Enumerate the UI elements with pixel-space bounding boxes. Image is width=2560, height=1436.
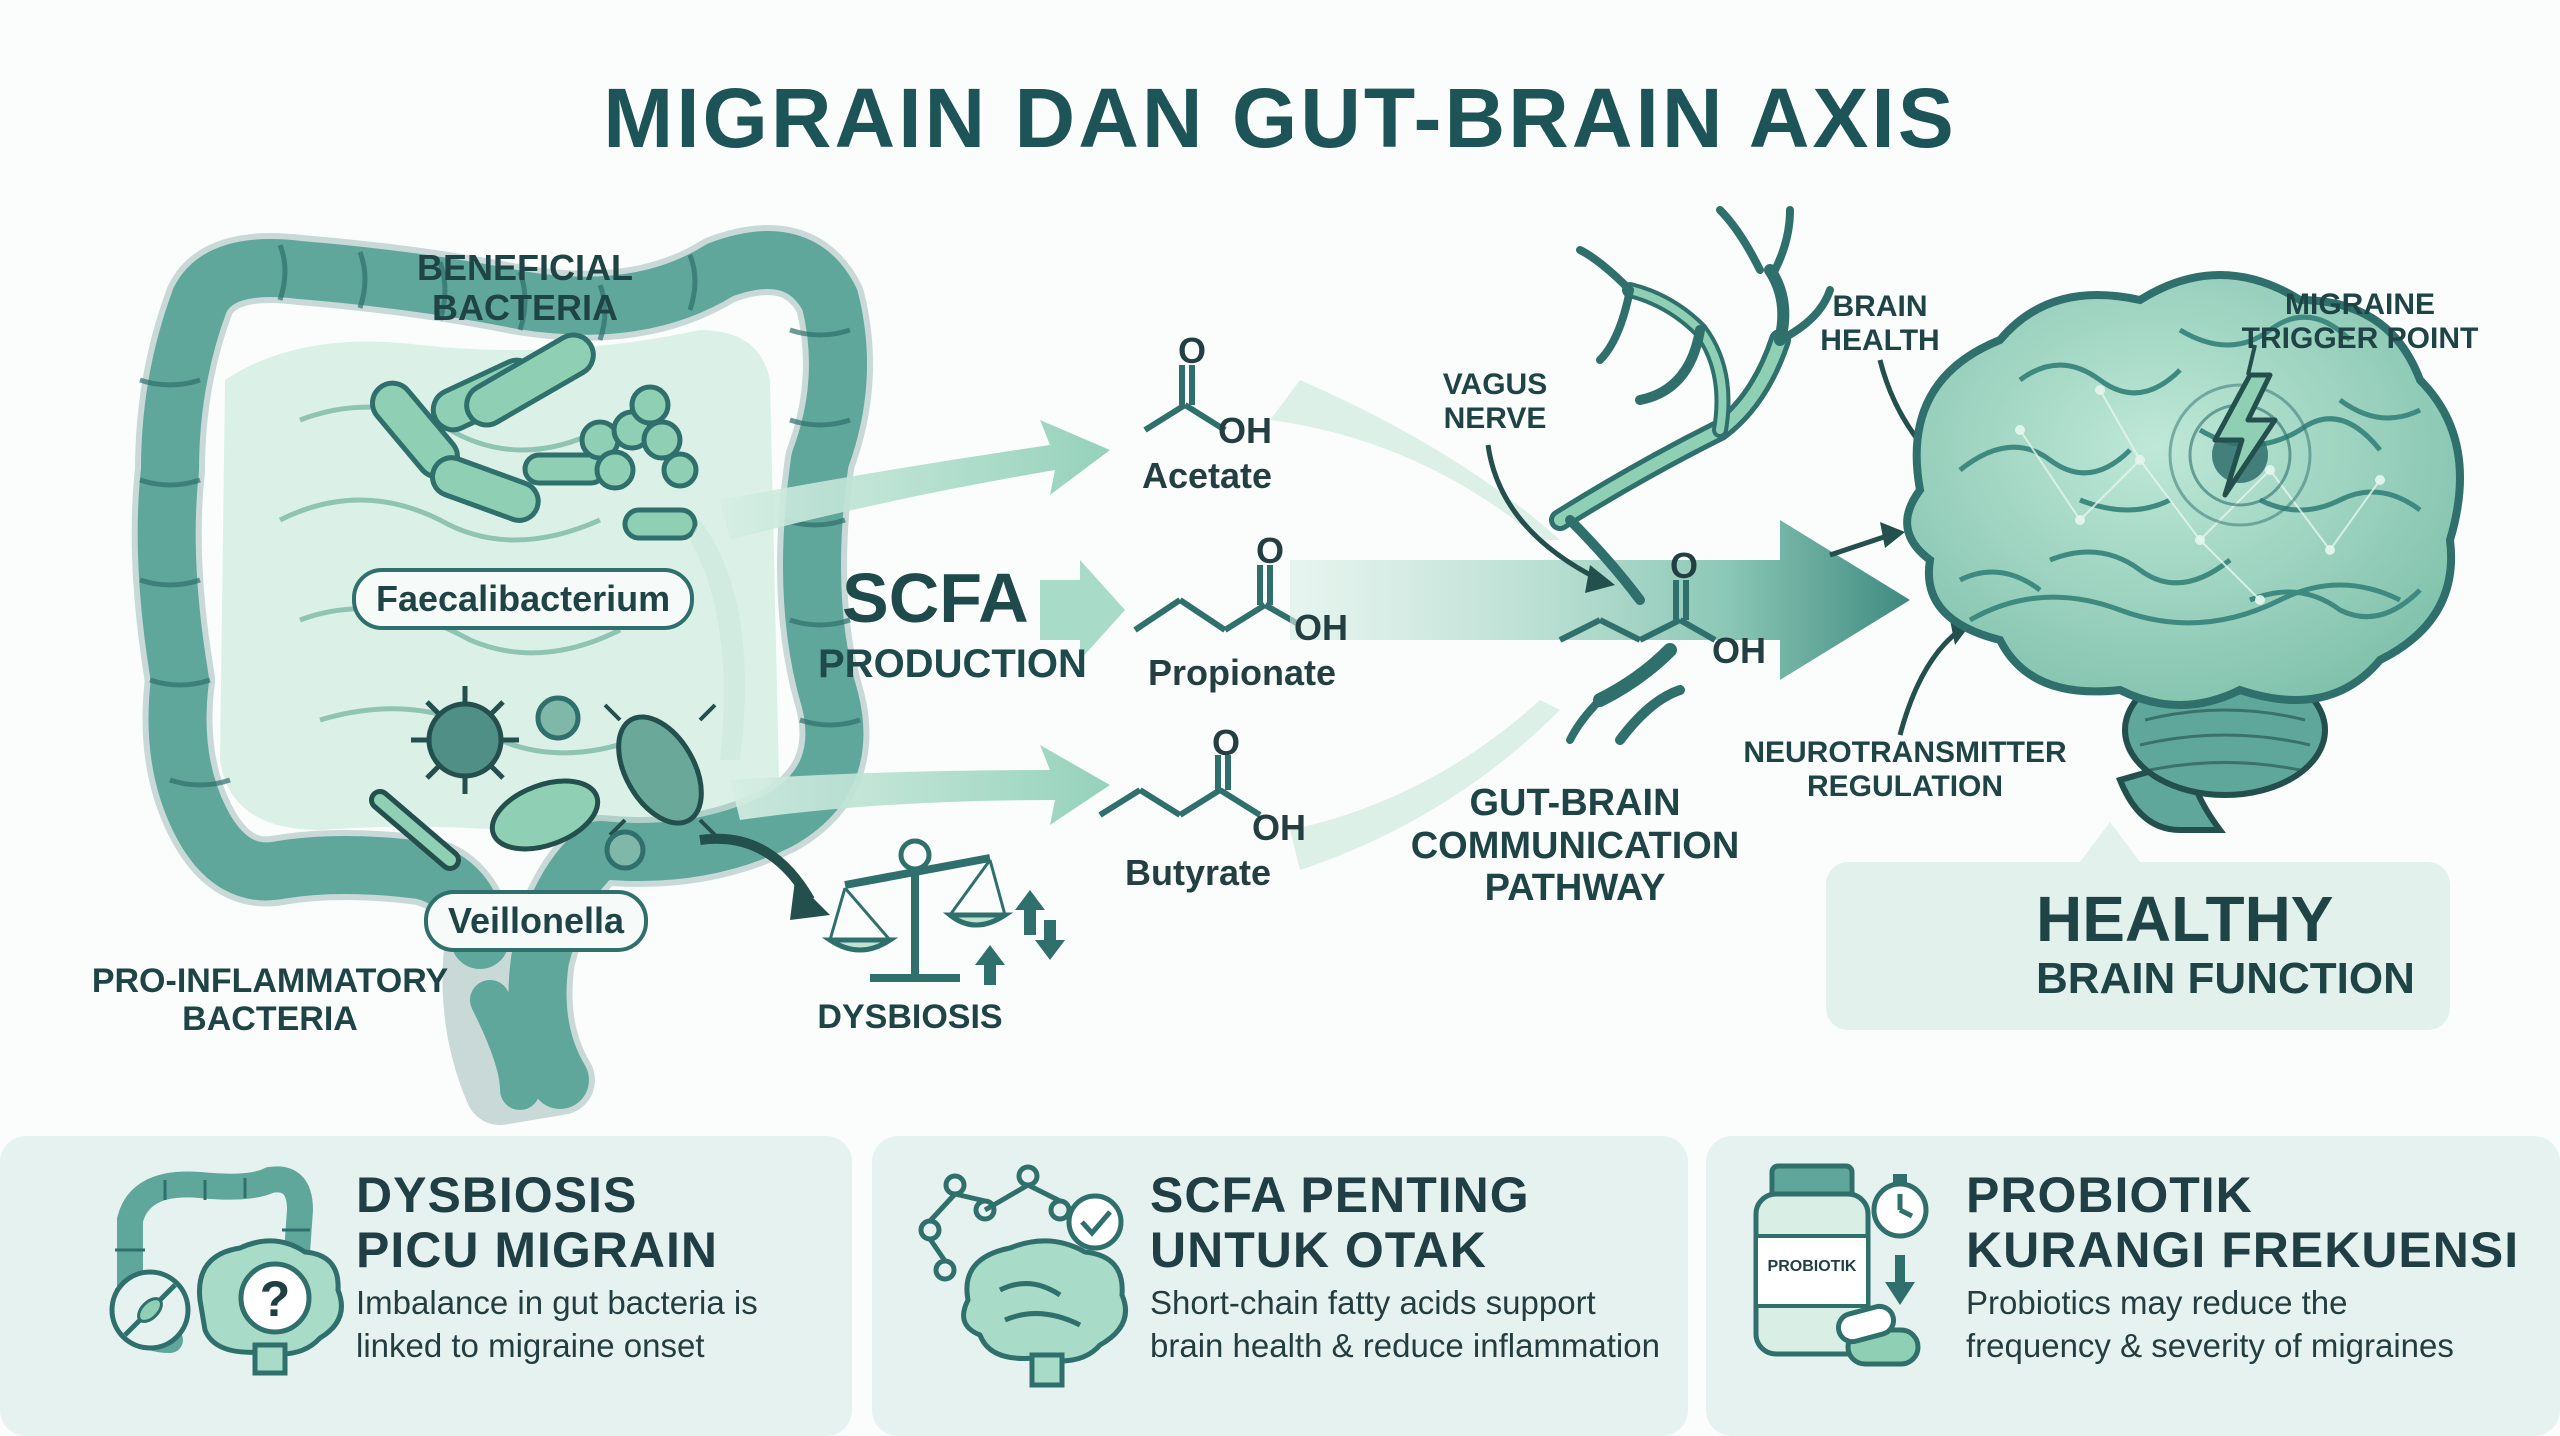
healthy-brain-card [1826,862,2450,1030]
proinflammatory-bacteria-icons [369,686,717,871]
vagus-nerve-label: VAGUS NERVE [1442,368,1548,435]
gut-brain-arrow [1270,380,1910,870]
acetate-o: O [1178,330,1207,371]
vagus-nerve-illustration [1549,206,1834,745]
butyrate-o: O [1212,722,1241,763]
dysbiosis-icon [699,833,1065,985]
veillonella-label: Veillonella [424,890,649,952]
butyrate-label: Butyrate [1125,852,1272,893]
card-probiotik-text: Probiotics may reduce the frequency & se… [1966,1284,2454,1364]
propionate-structure [1133,565,1302,633]
probiotik-bottle-label: PROBIOTIK [1767,1258,1857,1275]
card-scfa-text: Short-chain fatty acids support brain he… [1150,1284,1660,1364]
scfa-production-label: PRODUCTION [818,642,1087,686]
propionate-o: O [1256,530,1285,571]
migraine-trigger-icon [2168,344,2312,527]
brain-health-label: BRAIN HEALTH [1820,290,1940,357]
beneficial-bacteria-icons [370,332,699,541]
scfa-flow-arrows [690,420,1125,825]
dysbiosis-label: DYSBIOSIS [817,998,1003,1036]
brain-illustration [1903,271,2464,833]
healthy-subtitle: BRAIN FUNCTION [2036,954,2415,1003]
card-dysbiosis-text: Imbalance in gut bacteria is linked to m… [356,1284,758,1364]
butyrate-oh: OH [1252,807,1306,848]
butyrate-structure [1098,755,1262,818]
neurotransmitter-label: NEUROTRANSMITTER REGULATION [1743,736,2067,803]
propionate-oh: OH [1294,607,1348,648]
acetate-label: Acetate [1142,455,1273,496]
faecalibacterium-label: Faecalibacterium [352,568,695,630]
card-dysbiosis-title: DYSBIOSIS PICU MIGRAIN [356,1167,718,1278]
proinflammatory-bacteria-label: PRO-INFLAMMATORY BACTERIA [91,962,449,1039]
scfa-title: SCFA [842,559,1029,637]
migraine-trigger-label: MIGRAINE TRIGGER POINT [2241,288,2479,355]
card-scfa-title: SCFA PENTING UNTUK OTAK [1150,1167,1530,1278]
page-title: MIGRAIN DAN GUT-BRAIN AXIS [603,71,1957,165]
acetate-oh: OH [1218,410,1272,451]
healthy-card-pointer [2080,822,2140,862]
propionate-label: Propionate [1148,652,1337,693]
scfa-molecule-o: O [1670,545,1699,586]
beneficial-bacteria-label: BENEFICIAL BACTERIA [417,247,633,329]
scfa-molecule-structure [1558,580,1717,643]
scfa-molecule-oh: OH [1712,630,1766,671]
card-probiotik-title: PROBIOTIK KURANGI FREKUENSI [1966,1167,2520,1278]
acetate-structure [1143,365,1227,433]
gut-brain-pathway-label: GUT-BRAIN COMMUNICATION PATHWAY [1410,782,1740,910]
healthy-title: HEALTHY [2036,883,2334,955]
